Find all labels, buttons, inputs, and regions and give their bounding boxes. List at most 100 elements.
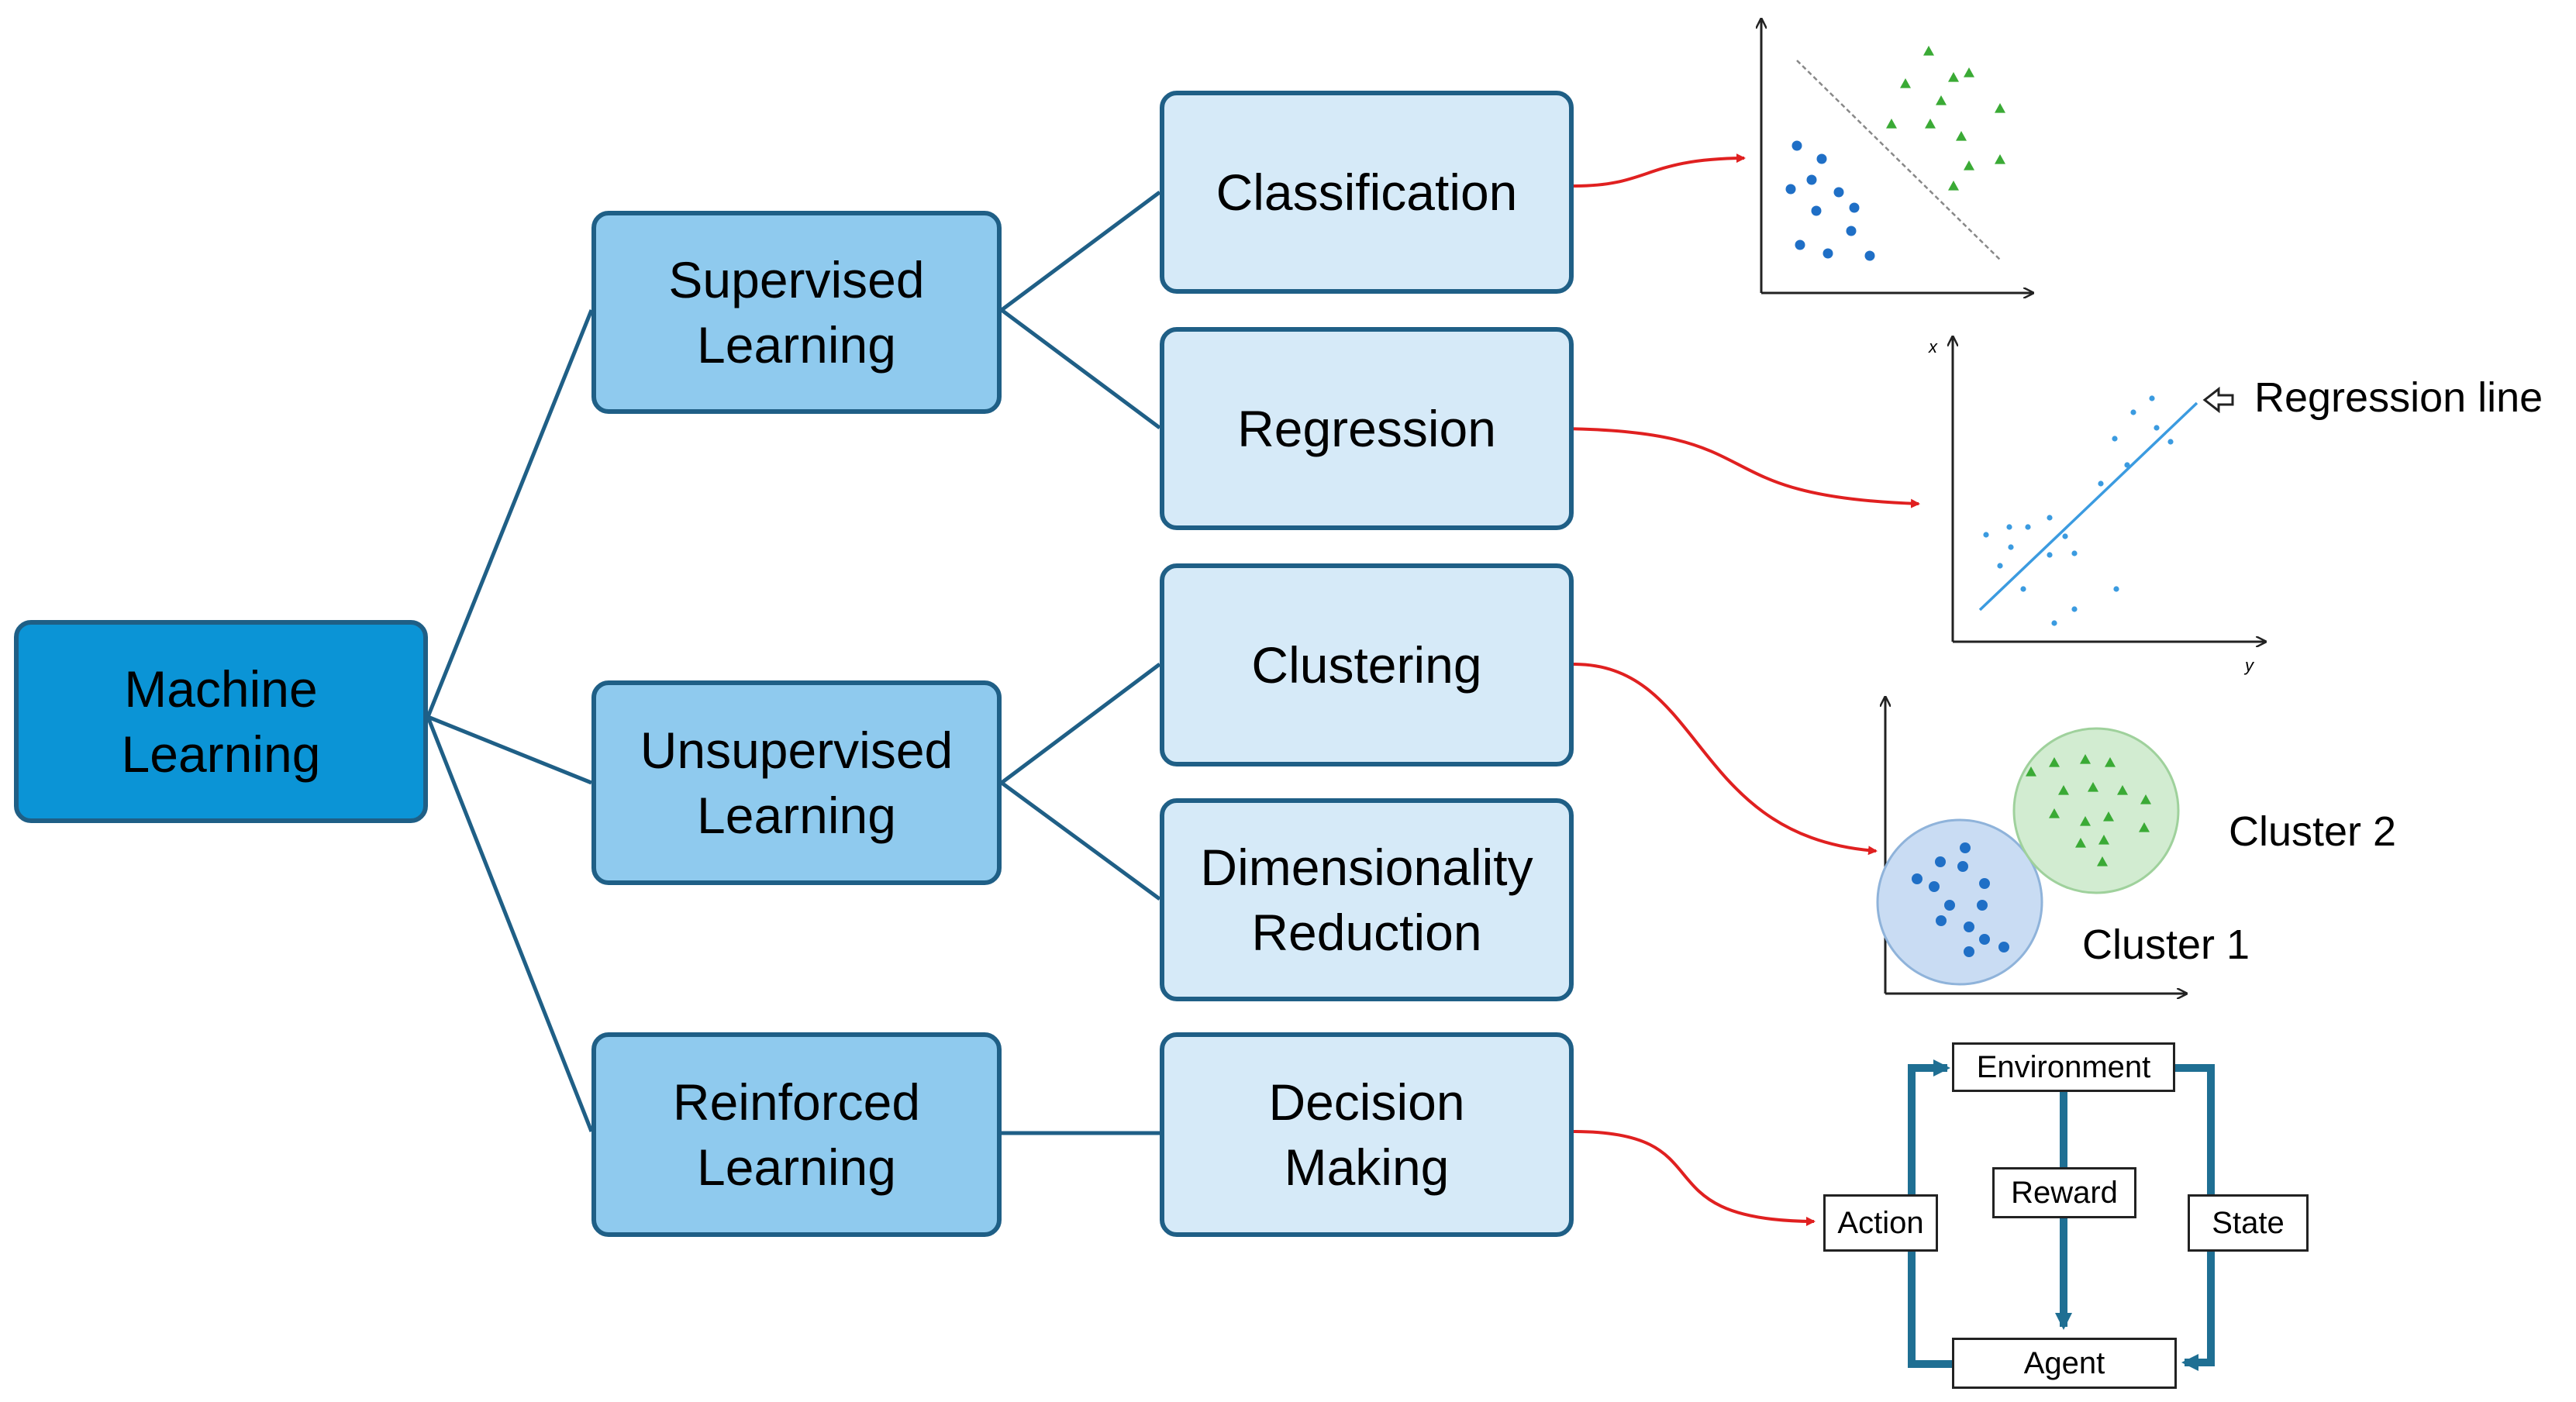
blue-point: [1849, 202, 1860, 213]
action-to-environment-arrow: [1908, 1059, 1950, 1205]
data-point: [2025, 524, 2031, 530]
green-triangle: [2103, 811, 2114, 822]
decision-boundary: [1796, 60, 2001, 260]
blue-point: [1979, 878, 1990, 889]
blue-point: [1823, 248, 1833, 259]
green-triangle: [1964, 67, 1974, 78]
green-triangle: [2139, 822, 2150, 832]
green-triangle: [2075, 838, 2086, 848]
blue-point: [1944, 900, 1955, 911]
arrow-decision: [1573, 1130, 1816, 1226]
blue-point: [1846, 226, 1857, 236]
state-box: State: [2188, 1194, 2309, 1252]
blue-point: [1864, 250, 1875, 261]
blue-point: [1833, 187, 1844, 198]
blue-point: [1998, 942, 2009, 952]
green-triangle: [1948, 181, 1959, 191]
data-point: [2113, 586, 2119, 592]
arrow-classification: [1573, 153, 1746, 188]
blue-point: [1960, 842, 1971, 853]
regression-plot: x y: [1928, 337, 2265, 675]
branch-root-unsupervised: [427, 715, 592, 785]
green-triangle: [1956, 131, 1967, 141]
green-triangle: [1925, 119, 1936, 129]
agent-to-action-line: [1908, 1252, 1952, 1368]
cluster-2-label: Cluster 2: [2229, 808, 2397, 855]
state-to-agent-arrow: [2181, 1252, 2215, 1371]
blue-point: [1912, 873, 1923, 884]
environment-to-state-line: [2175, 1064, 2215, 1205]
branch-supervised-regression: [1000, 308, 1161, 430]
branch-unsupervised-clustering: [1000, 663, 1161, 784]
blue-point: [1795, 239, 1805, 250]
blue-point: [1936, 915, 1947, 926]
decision-making-node: Decision Making: [1160, 1032, 1574, 1237]
green-triangle: [2080, 816, 2091, 826]
data-point: [2098, 481, 2104, 487]
tree-branches: [426, 190, 1161, 1135]
data-point: [2051, 620, 2057, 626]
x-axis-label: y: [2243, 656, 2255, 675]
data-point: [2149, 395, 2155, 401]
data-point: [2047, 552, 2053, 558]
data-point: [2006, 524, 2012, 530]
green-triangle: [1936, 95, 1947, 105]
data-point: [2071, 550, 2078, 556]
data-point: [2112, 436, 2118, 442]
data-point: [2047, 515, 2053, 521]
machine-learning-node: Machine Learning: [14, 620, 428, 823]
data-point: [2167, 439, 2174, 445]
green-triangle: [2026, 766, 2036, 777]
regression-node: Regression: [1160, 327, 1574, 530]
blue-point: [1964, 921, 1974, 932]
green-triangle: [1964, 160, 1974, 171]
y-axis-label: x: [1928, 337, 1938, 357]
arrow-regression: [1550, 427, 1920, 508]
green-triangle: [2097, 856, 2108, 866]
cluster-1-circle: [1876, 818, 2043, 986]
branch-unsupervised-dimred: [1000, 780, 1161, 901]
regression-line-label: Regression line: [2254, 374, 2543, 421]
classification-node: Classification: [1160, 91, 1574, 294]
blue-point: [1979, 934, 1990, 945]
data-point: [2071, 606, 2078, 612]
reinforced-learning-node: Reinforced Learning: [591, 1032, 1002, 1237]
red-arrows: [1550, 153, 1920, 1226]
green-triangle: [1923, 46, 1934, 56]
blue-point: [1806, 174, 1817, 185]
unsupervised-learning-node: Unsupervised Learning: [591, 680, 1002, 885]
blue-point: [1977, 900, 1988, 911]
data-point: [2124, 462, 2130, 468]
green-triangle: [1886, 119, 1897, 129]
blue-point: [1816, 153, 1827, 164]
green-triangle: [2080, 754, 2091, 764]
environment-box: Environment: [1952, 1042, 2175, 1092]
blue-point: [1811, 205, 1822, 216]
green-triangle: [1948, 72, 1959, 82]
arrow-clustering: [1573, 663, 1878, 856]
branch-root-supervised: [426, 309, 594, 718]
regression-line: [1978, 401, 2198, 611]
rl-loop: [1908, 1059, 2215, 1371]
branch-root-reinforced: [426, 716, 594, 1132]
blue-point: [1791, 140, 1802, 151]
blue-point: [1935, 856, 1946, 867]
blue-point: [1957, 861, 1968, 872]
classification-plot: [1761, 19, 2033, 293]
blue-point: [1929, 881, 1940, 892]
green-triangle: [2088, 782, 2098, 792]
branch-supervised-classification: [1000, 190, 1161, 312]
green-triangle: [2117, 785, 2128, 795]
data-point: [1997, 563, 2003, 569]
green-triangle: [2098, 835, 2109, 845]
hollow-arrow-icon: [2202, 386, 2234, 414]
agent-box: Agent: [1952, 1338, 2177, 1389]
green-triangle: [2049, 808, 2060, 818]
green-triangle: [2058, 785, 2069, 795]
blue-point: [1785, 184, 1796, 195]
dimensionality-reduction-node: Dimensionality Reduction: [1160, 798, 1574, 1001]
supervised-learning-node: Supervised Learning: [591, 211, 1002, 414]
clustering-plot: [1876, 698, 2186, 994]
green-triangle: [1995, 103, 2005, 113]
data-point: [1983, 532, 1989, 538]
